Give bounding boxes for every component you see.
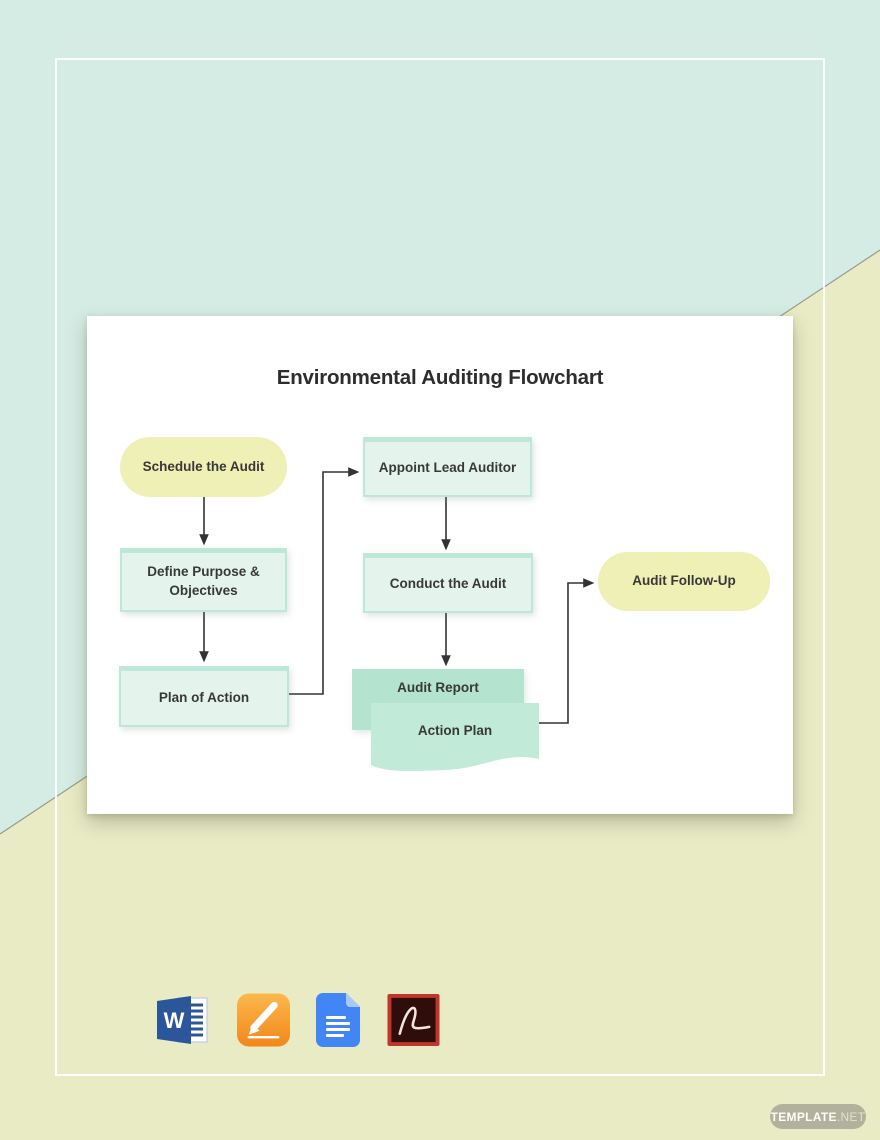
node-label: Define Purpose & Objectives bbox=[147, 564, 260, 598]
flowchart-card: Environmental Auditing Flowchart Schedul… bbox=[87, 316, 793, 814]
node-action-plan: Action Plan bbox=[371, 703, 539, 775]
node-audit-follow-up: Audit Follow-Up bbox=[598, 552, 770, 611]
node-plan-of-action: Plan of Action bbox=[119, 666, 289, 727]
template-net-watermark: TEMPLATE.NET bbox=[770, 1104, 866, 1129]
node-schedule-the-audit: Schedule the Audit bbox=[120, 437, 287, 497]
arrow-action-to-followup bbox=[539, 578, 595, 724]
node-label: Schedule the Audit bbox=[142, 458, 265, 474]
node-conduct-the-audit: Conduct the Audit bbox=[363, 553, 533, 613]
google-docs-icon[interactable] bbox=[316, 993, 360, 1047]
svg-text:W: W bbox=[164, 1008, 185, 1033]
microsoft-word-icon[interactable]: W bbox=[155, 994, 211, 1046]
node-label: Appoint Lead Auditor bbox=[378, 460, 517, 476]
node-label: Action Plan bbox=[417, 722, 493, 738]
watermark-brand: TEMPLATE bbox=[770, 1109, 837, 1124]
page-title: Environmental Auditing Flowchart bbox=[276, 366, 604, 389]
adobe-pdf-icon[interactable] bbox=[387, 993, 440, 1047]
node-label: Audit Report bbox=[397, 680, 479, 695]
node-appoint-lead-auditor: Appoint Lead Auditor bbox=[363, 437, 532, 497]
arrow-plan-to-appoint bbox=[289, 467, 360, 695]
apple-pages-icon[interactable] bbox=[237, 993, 290, 1047]
document-shape bbox=[371, 703, 539, 771]
node-label: Conduct the Audit bbox=[389, 576, 507, 592]
node-label: Plan of Action bbox=[158, 689, 250, 705]
watermark-suffix: .NET bbox=[836, 1109, 866, 1124]
node-label: Audit Follow-Up bbox=[632, 573, 736, 589]
node-define-purpose-objectives: Define Purpose & Objectives bbox=[120, 548, 287, 612]
